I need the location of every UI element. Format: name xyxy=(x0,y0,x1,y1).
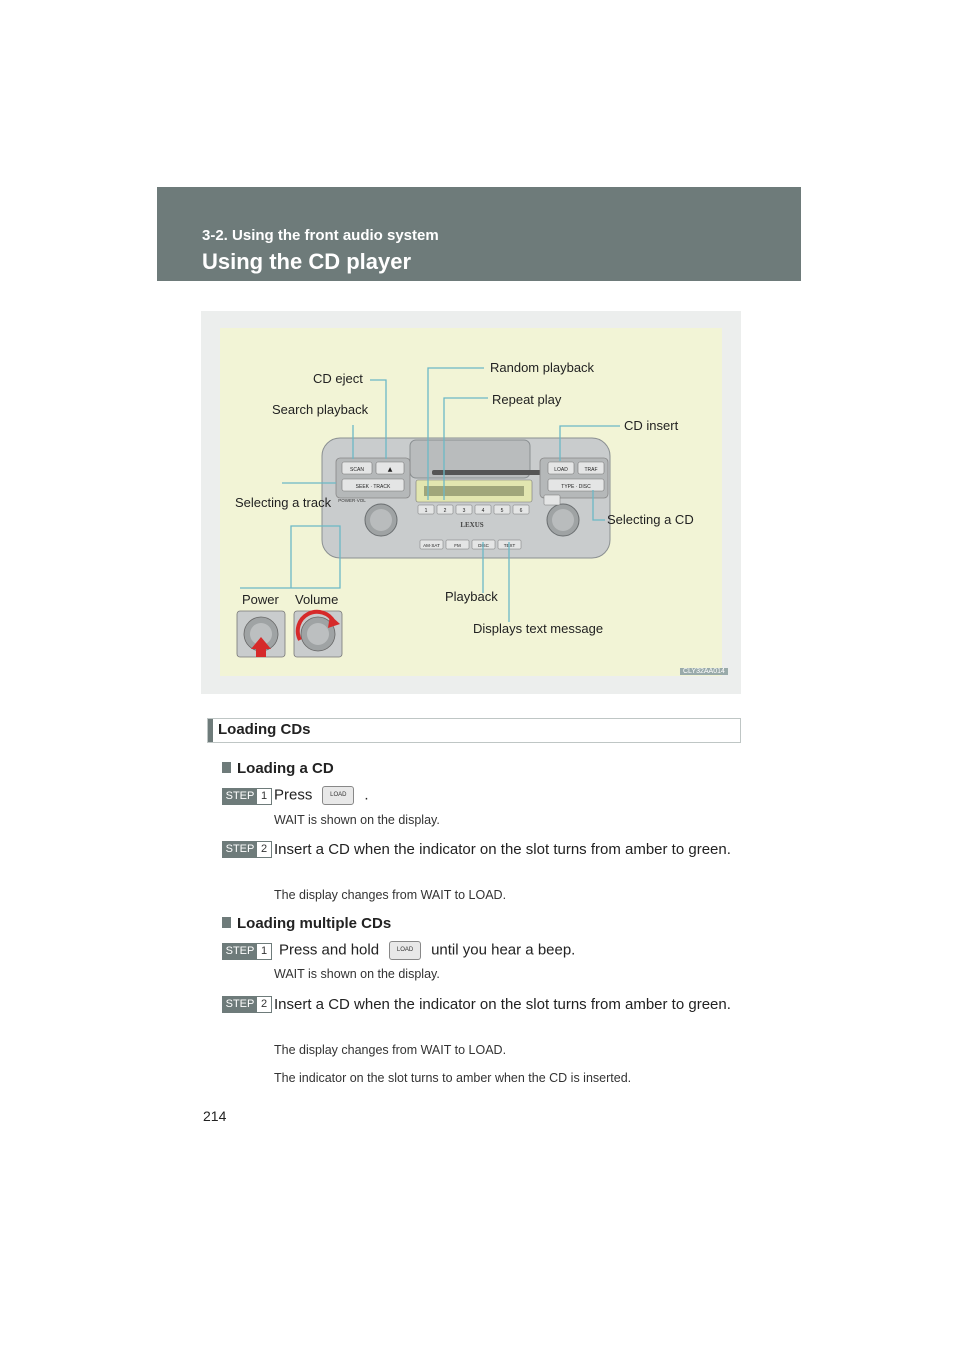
step-word: STEP xyxy=(225,790,255,802)
callout-cd-insert xyxy=(559,425,620,461)
callout-selecting-cd xyxy=(592,490,605,521)
callout-random-playback xyxy=(427,367,484,500)
scan-button-label: SCAN xyxy=(350,467,364,473)
step-text: Insert a CD when the indicator on the sl… xyxy=(274,996,731,1013)
label-cd-eject: CD eject xyxy=(313,371,363,386)
step-note: The indicator on the slot turns to amber… xyxy=(274,1071,632,1085)
bottom-button-label: AM·SAT xyxy=(423,543,440,548)
bottom-button xyxy=(419,539,444,550)
step-text: Insert a CD when the indicator on the sl… xyxy=(274,841,731,858)
step-word: STEP xyxy=(225,945,255,957)
label-selecting-track: Selecting a track xyxy=(235,495,332,510)
step-number: 2 xyxy=(257,997,271,1012)
traf-button xyxy=(577,461,605,475)
step-number: 1 xyxy=(257,944,271,959)
label-volume: Volume xyxy=(295,592,339,607)
page-title: Using the CD player xyxy=(202,249,412,274)
preset-button xyxy=(417,504,435,515)
preset-button xyxy=(512,504,530,515)
cd-slot xyxy=(432,470,542,475)
step-text-b: until you hear a beep. xyxy=(431,941,576,959)
page-number: 214 xyxy=(203,1108,227,1124)
preset-label: 4 xyxy=(482,508,485,514)
preset-button xyxy=(436,504,454,515)
file-button xyxy=(543,494,561,506)
subheading-text: Loading multiple CDs xyxy=(237,915,392,932)
type-disc-button xyxy=(547,478,605,492)
label-random-playback: Random playback xyxy=(490,360,595,375)
figure-code: CLY32AA014 xyxy=(680,668,728,675)
step-text: Press LOAD. xyxy=(274,786,740,805)
step-number: 2 xyxy=(257,842,271,857)
label-repeat-play: Repeat play xyxy=(492,392,562,407)
section-header: 3-2. Using the front audio system Using … xyxy=(157,187,801,281)
step-note: The display changes from WAIT to LOAD. xyxy=(274,888,507,902)
step-number: 1 xyxy=(257,789,271,804)
load-button-icon: LOAD xyxy=(389,941,422,960)
traf-button-label: TRAF xyxy=(584,467,597,473)
step-word: STEP xyxy=(225,843,255,855)
step-note: The display changes from WAIT to LOAD. xyxy=(274,1043,507,1057)
callout-cd-eject xyxy=(370,379,387,459)
scan-button xyxy=(341,461,373,475)
cd-slot-area xyxy=(409,439,531,479)
load-button-icon: LOAD xyxy=(322,786,355,805)
step-note: WAIT is shown on the display. xyxy=(274,967,440,981)
type-disc-label: TYPE · DISC xyxy=(561,484,591,490)
preset-button xyxy=(474,504,492,515)
preset-label: 5 xyxy=(501,508,504,514)
power-vol-label: POWER·VOL xyxy=(338,498,366,503)
step-word: STEP xyxy=(225,998,255,1010)
label-selecting-cd: Selecting a CD xyxy=(607,512,694,527)
step-text: Press and hold LOAD until you hear a beep. xyxy=(279,941,745,960)
seek-track-label: SEEK · TRACK xyxy=(356,484,391,490)
subheading-loading-cd: Loading a CD xyxy=(222,760,334,777)
preset-label: 3 xyxy=(463,508,466,514)
bottom-button-label: FM xyxy=(454,543,461,548)
section-heading-box: Loading CDs xyxy=(207,718,741,743)
brand-logo: LEXUS xyxy=(460,521,483,529)
callout-repeat-play xyxy=(443,397,488,500)
step-text-a: Press and hold xyxy=(279,941,380,959)
label-displays-text: Displays text message xyxy=(473,621,604,636)
label-playback: Playback xyxy=(445,589,498,604)
preset-label: 6 xyxy=(520,508,523,514)
eject-button-label: ▲ xyxy=(388,466,393,473)
preset-label: 2 xyxy=(444,508,447,514)
bullet-square-icon xyxy=(222,762,231,773)
subheading-text: Loading a CD xyxy=(237,760,334,777)
display-segments xyxy=(424,486,524,496)
eject-button xyxy=(375,461,405,475)
bottom-button-label: DISC xyxy=(478,543,490,548)
preset-button xyxy=(455,504,473,515)
section-title: 3-2. Using the front audio system xyxy=(202,227,439,244)
section-heading: Loading CDs xyxy=(218,721,311,738)
load-button-label: LOAD xyxy=(554,467,568,473)
load-button xyxy=(547,461,575,475)
preset-button xyxy=(493,504,511,515)
section-heading-bar xyxy=(208,719,213,742)
label-search-playback: Search playback xyxy=(272,402,369,417)
bottom-button xyxy=(445,539,470,550)
bullet-square-icon xyxy=(222,917,231,928)
preset-label: 1 xyxy=(425,508,428,514)
label-cd-insert: CD insert xyxy=(624,418,679,433)
rotate-arrow-icon xyxy=(295,609,336,641)
step-text-b: . xyxy=(364,786,369,804)
preset-buttons: 1 2 3 4 5 6 xyxy=(417,504,530,515)
step-note: WAIT is shown on the display. xyxy=(274,813,440,827)
label-power: Power xyxy=(242,592,279,607)
press-arrow-icon xyxy=(251,637,271,657)
subheading-loading-multiple: Loading multiple CDs xyxy=(222,915,391,932)
callout-power-volume xyxy=(240,525,341,589)
seek-track-button xyxy=(341,478,405,492)
step-text-a: Press xyxy=(274,786,313,804)
